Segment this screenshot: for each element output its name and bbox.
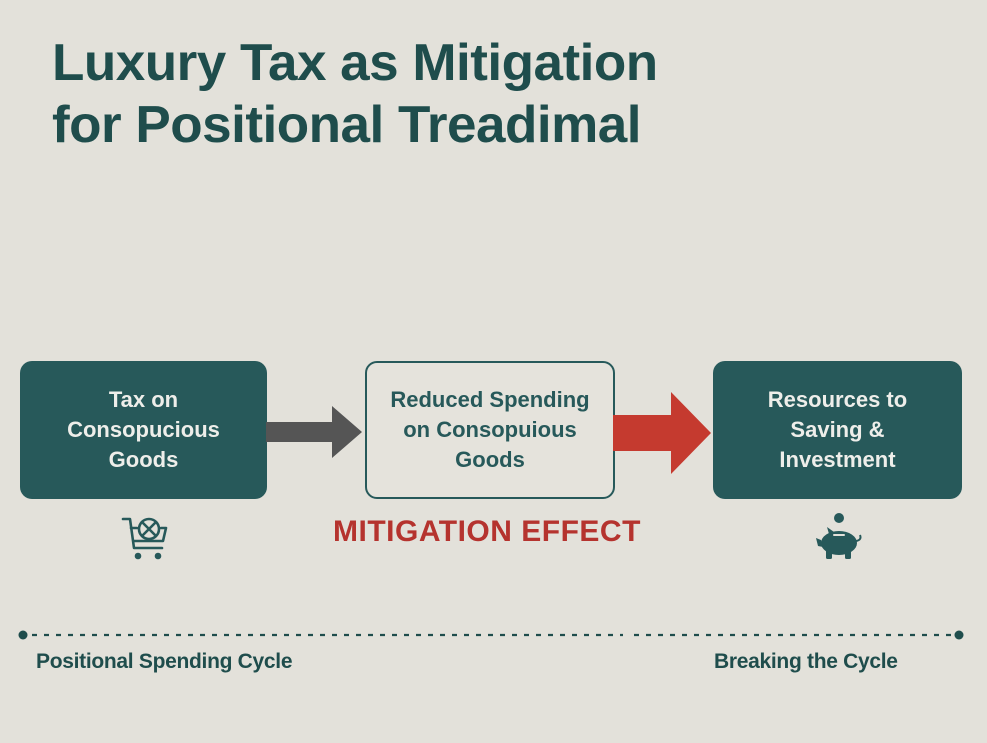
step-tax-label: Tax on Consopucious Goods [67,387,220,472]
step-resources-label: Resources to Saving & Investment [767,387,908,472]
title-line-2: for Positional Treadimal [52,96,642,154]
step-tax-box: Tax on Consopucious Goods [20,361,267,499]
title-line-1: Luxury Tax as Mitigation [52,34,658,92]
piggy-bank-icon [816,513,862,559]
diagram-title: Luxury Tax as Mitigation for Positional … [52,32,658,156]
mitigation-effect-label: MITIGATION EFFECT [333,515,641,548]
step-reduced-spending-label: Reduced Spending on Consopuious Goods [390,387,590,472]
timeline-left-label: Positional Spending Cycle [36,650,293,673]
arrow-red-icon [613,392,711,474]
step-resources-box: Resources to Saving & Investment [713,361,962,499]
timeline-right-label: Breaking the Cycle [714,650,898,673]
timeline-line [18,630,964,640]
step-reduced-spending-box: Reduced Spending on Consopuious Goods [365,361,615,499]
shopping-cart-x-icon [121,517,168,560]
arrow-gray-icon [266,406,362,458]
